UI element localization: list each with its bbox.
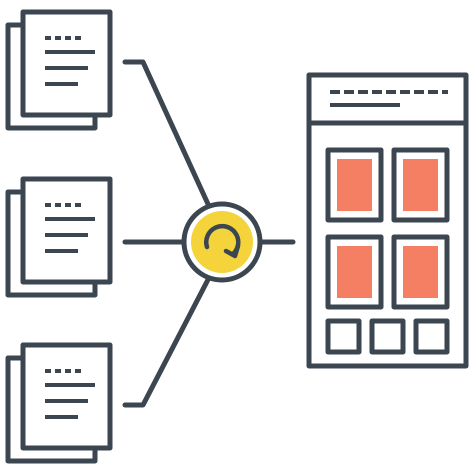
document-text-lines bbox=[45, 369, 95, 419]
layout-card-image bbox=[403, 159, 438, 211]
layout-card-image bbox=[337, 246, 372, 298]
document-front-page bbox=[20, 342, 113, 451]
document-stack-bottom bbox=[5, 342, 113, 464]
layout-card-image bbox=[337, 159, 372, 211]
connector-line-bottom bbox=[122, 267, 216, 408]
document-stack-top bbox=[5, 9, 113, 131]
document-front-page bbox=[20, 9, 113, 118]
sync-yellow-disc bbox=[191, 211, 253, 273]
document-text-lines bbox=[45, 203, 95, 253]
sync-icon bbox=[181, 201, 263, 283]
layout-header-text bbox=[330, 90, 448, 107]
layout-footer-box bbox=[325, 318, 362, 355]
layout-card-image bbox=[403, 246, 438, 298]
layout-footer-box bbox=[413, 318, 450, 355]
document-text-lines bbox=[45, 36, 95, 86]
layout-footer-box bbox=[369, 318, 406, 355]
sync-arrowhead bbox=[223, 243, 241, 259]
layout-grid bbox=[325, 147, 450, 310]
layout-page-icon bbox=[306, 72, 469, 369]
document-stack-middle bbox=[5, 176, 113, 298]
document-front-page bbox=[20, 176, 113, 285]
connector-line-top bbox=[122, 59, 216, 218]
layout-footer-boxes bbox=[325, 318, 450, 355]
connector-lines bbox=[122, 59, 296, 408]
